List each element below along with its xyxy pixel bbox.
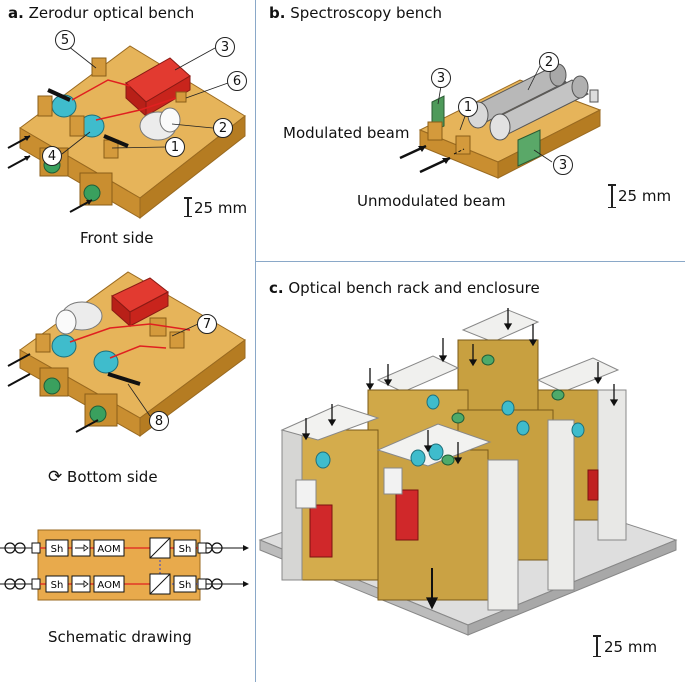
schematic-label-aom-2: AOM bbox=[97, 580, 120, 591]
schematic-caption: Schematic drawing bbox=[48, 628, 192, 646]
panel-c-letter: c. bbox=[269, 279, 284, 297]
rack-aom-2 bbox=[395, 489, 419, 541]
shutter-box-1 bbox=[45, 539, 69, 557]
callout-4: 4 bbox=[42, 146, 62, 166]
callout-1: 1 bbox=[165, 137, 185, 157]
schematic-label-sh-2: Sh bbox=[179, 544, 192, 555]
modulated-beam-label: Modulated beam bbox=[283, 124, 410, 142]
panel-b-title-text: Spectroscopy bench bbox=[290, 4, 443, 22]
callout-b-2: 2 bbox=[539, 52, 559, 72]
scale-label-b: 25 mm bbox=[618, 187, 672, 205]
schematic-drawing: Sh AOM Sh Sh AOM Sh bbox=[0, 529, 249, 601]
bottom-side-caption-text: Bottom side bbox=[67, 468, 158, 486]
lower-lens-2 bbox=[83, 184, 101, 202]
panel-a-letter: a. bbox=[8, 4, 24, 22]
panel-b-title: b. Spectroscopy bench bbox=[269, 4, 442, 22]
callout-5: 5 bbox=[55, 30, 75, 50]
aom-box-1 bbox=[93, 539, 125, 557]
callout-7: 7 bbox=[197, 314, 217, 334]
rack-fiber-couplers bbox=[315, 394, 585, 469]
shutter-box-2 bbox=[173, 539, 197, 557]
spectroscopy-bench-illustration bbox=[399, 63, 602, 179]
scale-label-c: 25 mm bbox=[604, 638, 658, 656]
gas-cell-cylinders bbox=[467, 63, 589, 141]
panel-c-title: c. Optical bench rack and enclosure bbox=[269, 279, 540, 297]
panel-a-title: a. Zerodur optical bench bbox=[8, 4, 194, 22]
rack-aom-1 bbox=[309, 504, 333, 558]
horizontal-divider bbox=[256, 261, 685, 262]
vertical-divider bbox=[255, 0, 256, 682]
shutter-box-4 bbox=[173, 575, 197, 593]
pcb-board-2 bbox=[517, 129, 541, 167]
callout-b-3-bottom: 3 bbox=[553, 155, 573, 175]
callout-8: 8 bbox=[149, 411, 169, 431]
schematic-label-aom-1: AOM bbox=[97, 544, 120, 555]
schematic-label-sh-4: Sh bbox=[179, 580, 192, 591]
scale-label-a: 25 mm bbox=[194, 199, 248, 217]
front-bench-illustration bbox=[7, 45, 246, 220]
bottom-side-caption: ⟳ Bottom side bbox=[48, 467, 158, 487]
callout-b-3-top: 3 bbox=[431, 68, 451, 88]
bench-right-face bbox=[139, 114, 246, 220]
bottom-bench-illustration bbox=[7, 271, 246, 437]
callout-b-1: 1 bbox=[458, 97, 478, 117]
unmodulated-beam-label: Unmodulated beam bbox=[357, 192, 506, 210]
scale-bar-c bbox=[593, 635, 600, 657]
front-side-caption: Front side bbox=[80, 229, 154, 247]
schematic-label-sh-3: Sh bbox=[51, 580, 64, 591]
schematic-label-sh-1: Sh bbox=[51, 544, 64, 555]
callout-3: 3 bbox=[215, 37, 235, 57]
panel-a-title-text: Zerodur optical bench bbox=[28, 4, 195, 22]
rack-enclosure-illustration bbox=[258, 308, 678, 636]
aom-box-2 bbox=[93, 575, 125, 593]
scale-bar-a bbox=[184, 197, 191, 217]
rotate-icon: ⟳ bbox=[48, 467, 63, 487]
callout-2: 2 bbox=[213, 118, 233, 138]
panel-c-title-text: Optical bench rack and enclosure bbox=[288, 279, 540, 297]
shutter-box-3 bbox=[45, 575, 69, 593]
rack-fiber-arrows bbox=[301, 308, 619, 610]
panel-b-letter: b. bbox=[269, 4, 286, 22]
scale-bar-b bbox=[608, 184, 615, 208]
callout-6: 6 bbox=[227, 71, 247, 91]
